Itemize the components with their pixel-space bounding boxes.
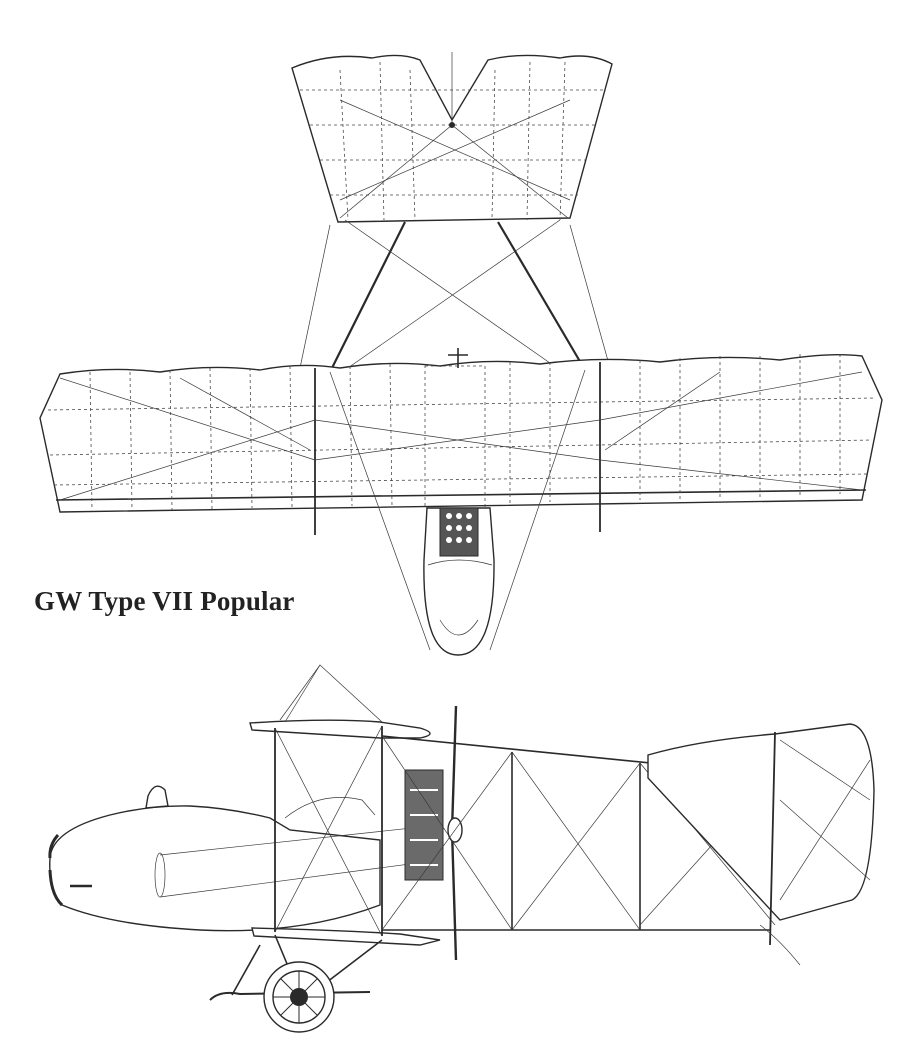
engine-side xyxy=(404,705,463,961)
fuselage-side xyxy=(48,785,441,932)
tail-booms-side xyxy=(381,735,776,931)
tail-unit-side xyxy=(647,723,875,966)
main-wing xyxy=(39,353,883,535)
nacelle-plan xyxy=(329,348,586,656)
tailplane xyxy=(291,52,613,223)
landing-gear xyxy=(209,934,383,1033)
page-title: GW Type VII Popular xyxy=(34,586,295,616)
tail-booms xyxy=(299,219,611,373)
wing-ribs xyxy=(89,354,841,511)
wings-side xyxy=(249,664,441,946)
